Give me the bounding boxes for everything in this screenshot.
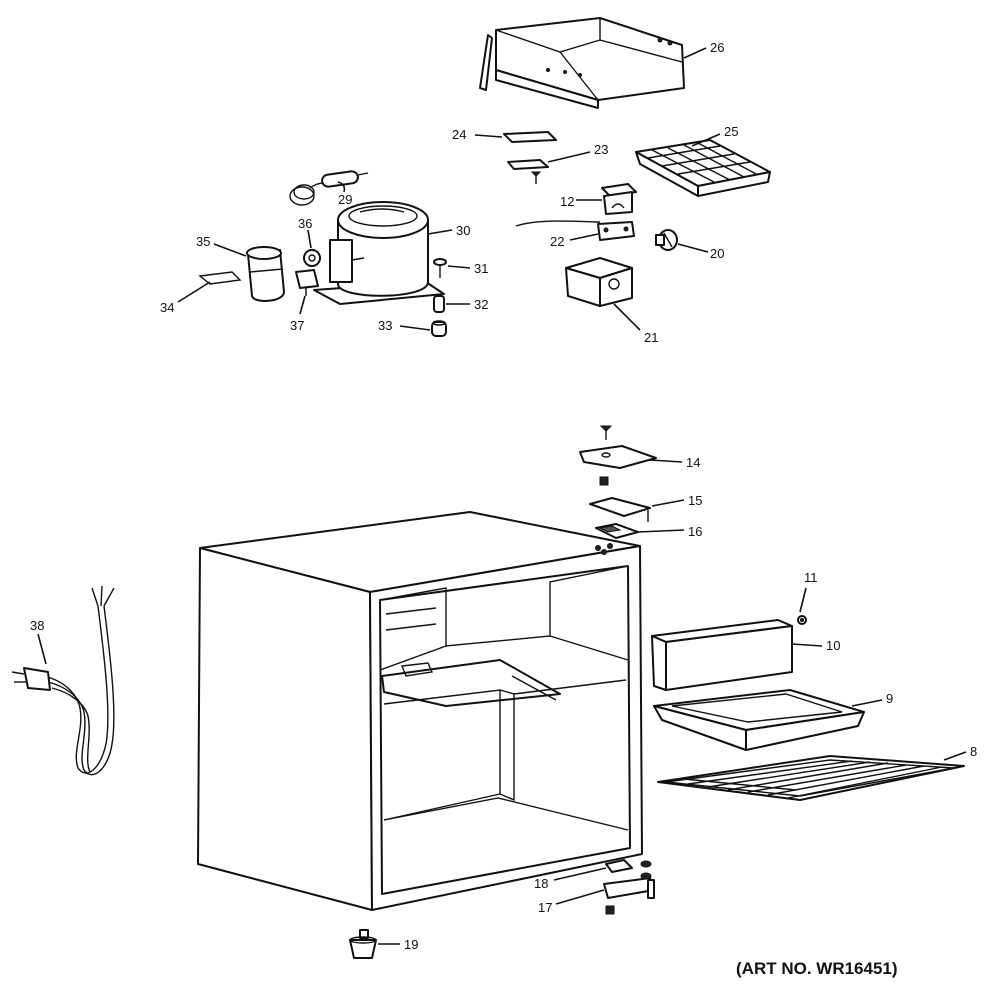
part-17-bottom-hinge[interactable]	[603, 877, 655, 915]
part-25-ice-tray[interactable]	[635, 139, 771, 197]
callout-34: 34	[160, 300, 174, 315]
callout-24: 24	[452, 127, 466, 142]
part-8-wire-shelf[interactable]	[657, 755, 965, 801]
part-36-grommet[interactable]	[303, 249, 321, 267]
refrigerator-cabinet[interactable]	[197, 511, 643, 911]
callout-19: 19	[404, 937, 418, 952]
part-16-hinge-shim[interactable]	[595, 523, 639, 539]
callout-22: 22	[550, 234, 564, 249]
part-38-power-cord[interactable]	[11, 585, 115, 776]
callout-25: 25	[724, 124, 738, 139]
callout-8: 8	[970, 744, 977, 759]
part-10-evaporator-door[interactable]	[651, 619, 793, 691]
part-14-top-hinge[interactable]	[579, 425, 657, 469]
callout-9: 9	[886, 691, 893, 706]
part-21-thermostat-box[interactable]	[565, 257, 633, 307]
part-31-bolt[interactable]	[433, 258, 447, 278]
callout-38: 38	[30, 618, 44, 633]
part-34-clip[interactable]	[198, 271, 242, 285]
callout-12: 12	[560, 194, 574, 209]
part-24-plate[interactable]	[503, 131, 557, 143]
part-12-bracket[interactable]	[601, 183, 637, 215]
callout-14: 14	[686, 455, 700, 470]
callout-21: 21	[644, 330, 658, 345]
part-18-hinge-shim[interactable]	[605, 859, 652, 880]
part-35-capacitor[interactable]	[246, 246, 285, 302]
part-9-drip-tray[interactable]	[653, 689, 865, 751]
part-11-nut[interactable]	[797, 615, 807, 625]
callout-10: 10	[826, 638, 840, 653]
callout-11: 11	[804, 570, 818, 585]
callout-23: 23	[594, 142, 608, 157]
callout-33: 33	[378, 318, 392, 333]
part-19-leveling-leg[interactable]	[349, 929, 377, 959]
callout-37: 37	[290, 318, 304, 333]
callout-36: 36	[298, 216, 312, 231]
callout-31: 31	[474, 261, 488, 276]
part-33-grommet[interactable]	[431, 320, 447, 337]
callout-15: 15	[688, 493, 702, 508]
part-32-spacer[interactable]	[433, 295, 445, 313]
part-26-freezer-compartment[interactable]	[479, 17, 685, 109]
callout-26: 26	[710, 40, 724, 55]
callout-29: 29	[338, 192, 352, 207]
callout-35: 35	[196, 234, 210, 249]
callout-20: 20	[710, 246, 724, 261]
part-30-compressor[interactable]	[313, 201, 445, 305]
part-15-hinge-bracket[interactable]	[589, 476, 651, 522]
part-22-thermostat-bracket[interactable]	[515, 220, 635, 241]
callout-30: 30	[456, 223, 470, 238]
callout-18: 18	[534, 876, 548, 891]
callout-16: 16	[688, 524, 702, 539]
art-number-caption: (ART NO. WR16451)	[736, 959, 898, 978]
part-37-relay[interactable]	[295, 269, 319, 296]
callout-17: 17	[538, 900, 552, 915]
part-29-drier[interactable]	[289, 170, 369, 206]
part-23-plate[interactable]	[507, 159, 549, 184]
callout-32: 32	[474, 297, 488, 312]
part-20-control-knob[interactable]	[655, 229, 678, 251]
